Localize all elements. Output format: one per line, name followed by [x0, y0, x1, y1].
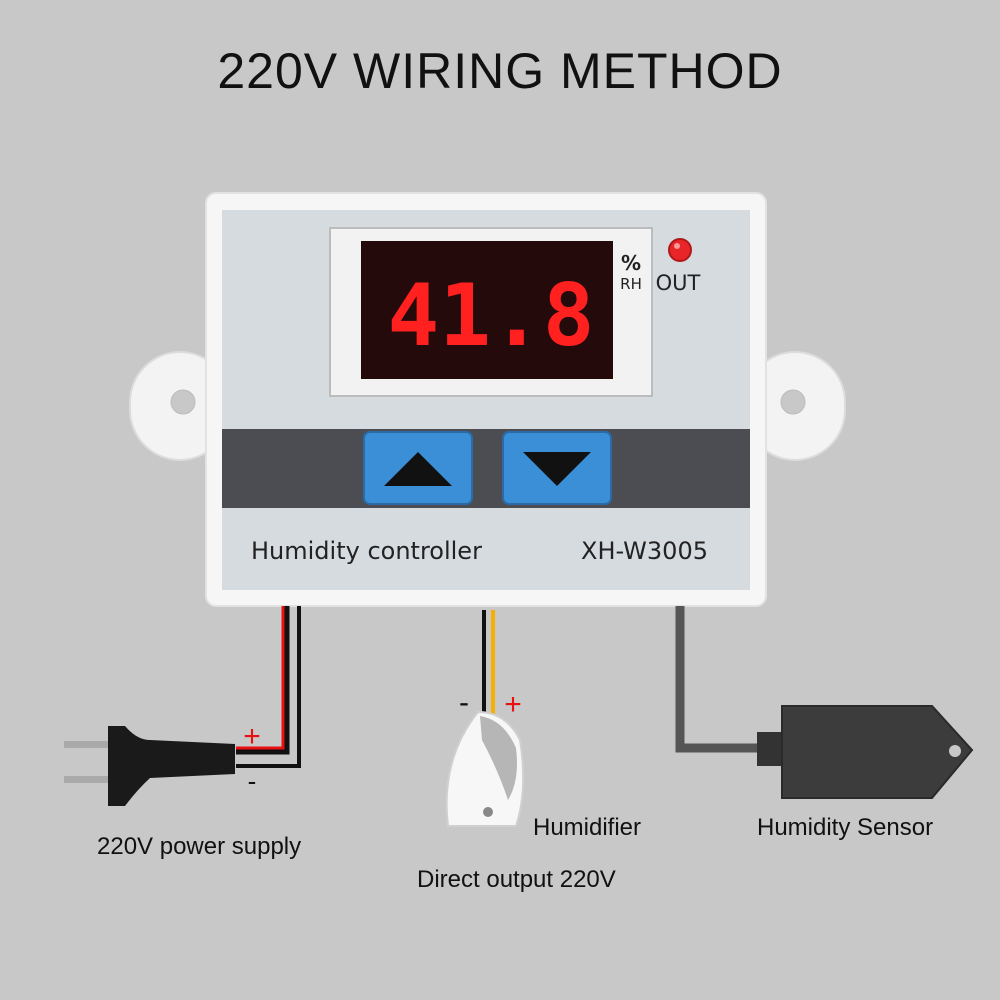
- button-strip: [222, 429, 750, 508]
- unit-rh: RH: [620, 275, 642, 293]
- display-value: 41.8: [387, 266, 594, 366]
- power-wires: [236, 606, 301, 768]
- power-plus-sign: +: [243, 720, 261, 753]
- humidifier-plus-sign: +: [504, 688, 522, 721]
- out-label: OUT: [656, 271, 701, 295]
- humidifier-wires: [482, 610, 495, 716]
- output-led: [668, 238, 692, 262]
- mounting-ear-right: [744, 351, 846, 461]
- screw-hole-icon: [780, 389, 806, 415]
- unit-percent: %: [621, 251, 641, 275]
- down-button[interactable]: [502, 431, 612, 505]
- model-number: XH-W3005: [581, 537, 708, 565]
- up-button[interactable]: [363, 431, 473, 505]
- up-arrow-icon: [384, 452, 452, 486]
- label-humidity-sensor: Humidity Sensor: [757, 814, 934, 841]
- down-arrow-icon: [523, 452, 591, 486]
- page-title: 220V WIRING METHOD: [217, 43, 783, 99]
- label-direct-output: Direct output 220V: [417, 866, 616, 893]
- power-plug-icon: [64, 726, 235, 806]
- power-minus-sign: -: [248, 766, 257, 796]
- screw-hole-icon: [170, 389, 196, 415]
- humidifier-minus-sign: -: [459, 686, 469, 719]
- sensor-wire: [675, 606, 760, 753]
- humidity-sensor-icon: [757, 705, 974, 799]
- humidifier-icon: [445, 710, 525, 827]
- label-humidifier: Humidifier: [533, 814, 642, 841]
- product-name: Humidity controller: [251, 537, 482, 565]
- label-power-supply: 220V power supply: [97, 833, 302, 860]
- led-display: [361, 241, 613, 379]
